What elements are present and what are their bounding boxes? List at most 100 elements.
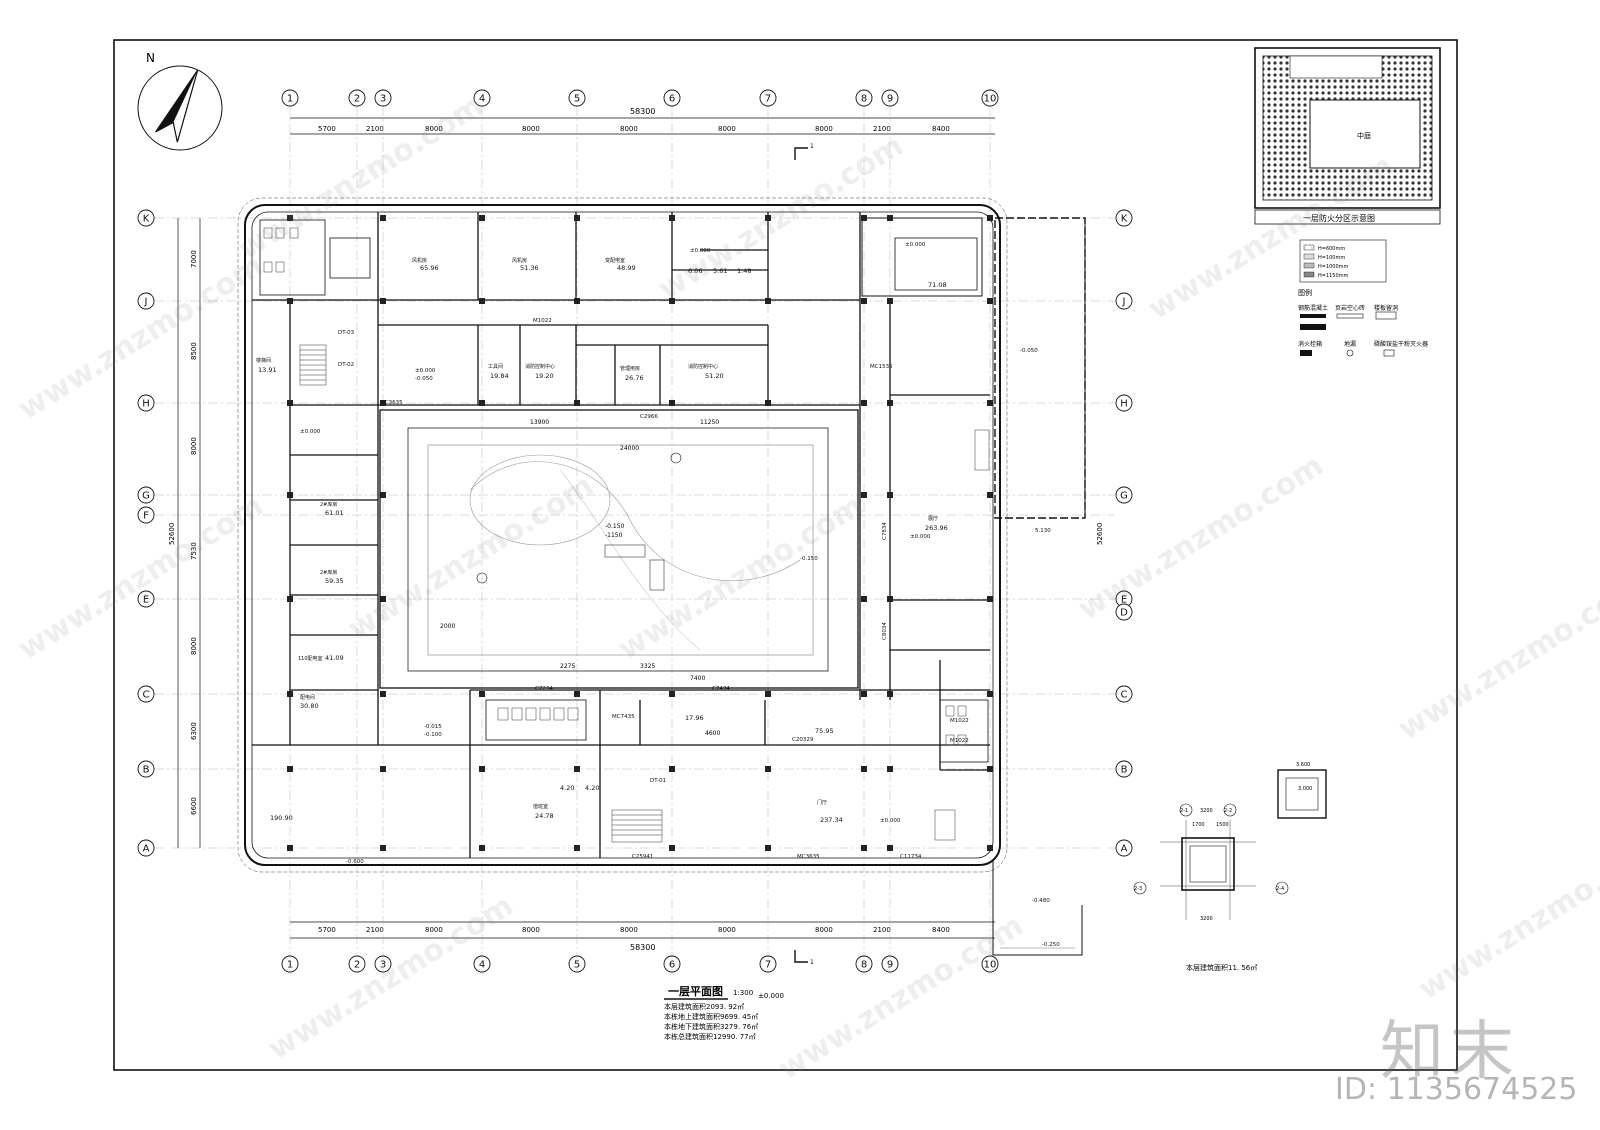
grid-bubble-8: 8 — [855, 955, 873, 973]
room-label: 楼梯间 — [256, 357, 271, 364]
column — [574, 298, 580, 304]
door-tag: C7434 — [712, 686, 730, 692]
grid-bubble-6: 6 — [663, 955, 681, 973]
svg-text:H: H — [1120, 399, 1128, 410]
grid-bubble-E: E — [137, 590, 155, 608]
axis-tag: 2-4 — [1276, 886, 1284, 892]
fire-legend: H=600mm — [1318, 246, 1345, 252]
column — [987, 845, 993, 851]
grid-bubble-H: H — [1115, 394, 1133, 412]
svg-text:3: 3 — [380, 960, 386, 971]
grid-bubble-J: J — [137, 292, 155, 310]
column — [479, 215, 485, 221]
bay-dim: 8400 — [932, 125, 950, 133]
door-tag: C11734 — [900, 854, 922, 860]
column — [574, 215, 580, 221]
door-tag: C20329 — [792, 737, 814, 743]
legend-item: 磷酸铵盐干粉灭火器 — [1374, 340, 1428, 348]
svg-text:E: E — [143, 595, 149, 606]
column — [887, 766, 893, 772]
room-area: 26.76 — [625, 374, 644, 382]
bottom-overall-dimension: 58300 — [290, 921, 995, 952]
grid-bubble-F: F — [137, 506, 155, 524]
grid-bubble-B: B — [137, 760, 155, 778]
column — [287, 215, 293, 221]
svg-text:7: 7 — [765, 960, 771, 971]
stair-tag: DT-01 — [650, 778, 666, 784]
sheet-border — [113, 39, 1458, 1071]
detail-level: 3.000 — [1298, 786, 1312, 792]
room-area: 65.96 — [420, 264, 439, 272]
column — [861, 492, 867, 498]
level-mark: -0.050 — [415, 376, 433, 382]
column — [987, 298, 993, 304]
grid-bubble-2: 2 — [348, 89, 366, 107]
column — [887, 400, 893, 406]
detail-dim: 3200 — [1200, 916, 1213, 922]
left-dim: 8000 — [190, 637, 198, 655]
svg-text:6: 6 — [669, 94, 675, 105]
level-mark: -0.480 — [1032, 898, 1050, 904]
svg-text:A: A — [143, 844, 150, 855]
door-tag: MC3635 — [380, 400, 403, 406]
grid-bubble-A: A — [1115, 839, 1133, 857]
room-area: 48.99 — [617, 264, 636, 272]
column — [287, 845, 293, 851]
section-mark: 1 — [810, 959, 814, 966]
level-marks: ±0.000 ±0.000 -0.050 ±0.000 -0.050 ±0.00… — [300, 242, 1060, 948]
bay-dim: 8000 — [620, 926, 638, 934]
drawing-title: 一层平面图 1:300 ±0.000 本层建筑面积2093. 92㎡ 本栋地上建… — [664, 985, 784, 1041]
column — [574, 845, 580, 851]
room-labels: 65.96 风机房 51.36 风机房 48.99 变配电室 6.06 5.61… — [256, 257, 948, 824]
bay-dim: 8000 — [718, 125, 736, 133]
svg-text:9: 9 — [887, 94, 893, 105]
left-dim: 6600 — [190, 797, 198, 815]
svg-text:1: 1 — [287, 94, 293, 105]
level-mark: ±0.000 — [415, 368, 436, 374]
detail-area: 本层建筑面积11. 56㎡ — [1186, 963, 1257, 972]
level-mark: ±0.000 — [690, 248, 711, 254]
axis-tag: 2-1 — [1180, 808, 1188, 814]
room-area: 51.36 — [520, 264, 539, 272]
door-tag: M1022 — [533, 318, 552, 324]
room-label: 风机房 — [412, 257, 427, 264]
bay-dim: 8000 — [522, 926, 540, 934]
level-mark: 5.130 — [1035, 528, 1051, 534]
axis-tag: 2-3 — [1134, 886, 1142, 892]
svg-text:E: E — [1121, 595, 1127, 606]
svg-text:B: B — [143, 765, 150, 776]
column — [887, 691, 893, 697]
column — [574, 400, 580, 406]
atrium-dim: 4600 — [705, 730, 720, 737]
grid-bubble-K: K — [137, 209, 155, 227]
bay-dims-bottom: 5700 2100 8000 8000 8000 8000 8000 2100 … — [318, 926, 950, 934]
column — [287, 766, 293, 772]
column — [887, 215, 893, 221]
column — [380, 492, 386, 498]
left-dim: 8500 — [190, 342, 198, 360]
grid-bubble-3: 3 — [374, 89, 392, 107]
left-dims: 7000 8500 8000 7530 8000 6300 6600 52600… — [168, 218, 1104, 848]
left-dim: 6300 — [190, 722, 198, 740]
column — [987, 766, 993, 772]
room-label: 展厅 — [928, 516, 938, 522]
level-mark: ±0.000 — [880, 818, 901, 824]
door-tag: C8034 — [882, 622, 888, 640]
svg-text:K: K — [1121, 214, 1128, 225]
grid-bubble-6: 6 — [663, 89, 681, 107]
bay-dim: 8000 — [425, 926, 443, 934]
column — [987, 215, 993, 221]
grid-bubble-B: B — [1115, 760, 1133, 778]
atrium-dim: 3325 — [640, 663, 655, 670]
svg-text:5: 5 — [574, 960, 580, 971]
total-height-dim: 52600 — [168, 523, 176, 545]
atrium-level: -1150 — [605, 532, 623, 539]
bay-dim: 8000 — [815, 125, 833, 133]
legend-item: 地漏 — [1344, 340, 1356, 348]
svg-text:2: 2 — [354, 94, 360, 105]
level-mark: -0.100 — [424, 732, 442, 738]
grid-bubble-1: 1 — [281, 89, 299, 107]
grid-bubble-H: H — [137, 394, 155, 412]
svg-text:D: D — [1120, 608, 1128, 619]
